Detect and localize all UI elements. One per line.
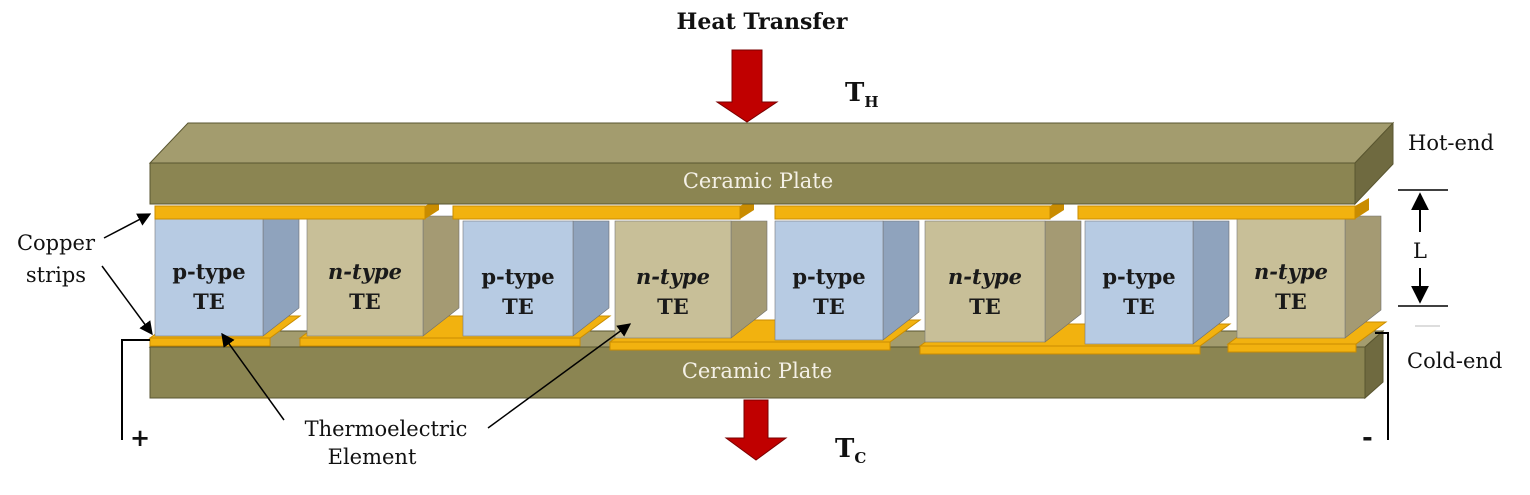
length-dimension (1398, 189, 1448, 327)
copper-strip (774, 205, 1051, 220)
te-element-face (1084, 220, 1194, 345)
te-element-face (462, 220, 574, 337)
copper-strip (1077, 205, 1356, 220)
te-element-side (1344, 215, 1382, 339)
hot-temperature-label: TH (845, 78, 879, 111)
copper-callout-arrows (101, 213, 153, 336)
te-element-suffix-label: TE (813, 294, 845, 319)
bottom-plate-label: Ceramic Plate (682, 359, 832, 383)
te-element-suffix-label: TE (349, 289, 381, 314)
negative-terminal: - (1362, 423, 1373, 453)
copper-strip (154, 205, 426, 220)
length-label: L (1413, 239, 1427, 263)
hot-end-label: Hot-end (1408, 131, 1494, 155)
thermoelectric-elements: p-typeTEn-typeTEp-typeTEn-typeTEp-typeTE… (154, 215, 1382, 345)
te-element-suffix-label: TE (1275, 289, 1307, 314)
positive-terminal: + (130, 423, 150, 452)
copper-strip-edge (299, 337, 581, 347)
te-element-type-label: p-type (481, 264, 554, 289)
te-element-type-label: n-type (328, 259, 402, 284)
heat-in-arrow (715, 49, 779, 123)
title: Heat Transfer (677, 9, 848, 35)
te-element-face (774, 220, 884, 341)
copper-strip-edge (149, 337, 271, 347)
top-ceramic-plate (148, 121, 1395, 206)
te-element-type-label: p-type (792, 264, 865, 289)
te-element-suffix-label: TE (1123, 294, 1155, 319)
te-element-face (924, 220, 1046, 343)
te-element-type-label: n-type (1254, 259, 1328, 284)
circuit-wires (121, 332, 1389, 440)
element-callout-arrows (221, 323, 632, 429)
te-element-suffix-label: TE (193, 289, 225, 314)
heat-out-arrow (724, 399, 788, 461)
cold-end-label: Cold-end (1407, 349, 1502, 373)
copper-strip-edge (609, 341, 891, 351)
te-element-face (306, 215, 424, 337)
top-copper-strips (154, 198, 1369, 220)
copper-strip-edge (1227, 343, 1357, 353)
te-element-type-label: p-type (172, 259, 245, 284)
te-element-suffix-label: TE (502, 294, 534, 319)
copper-strip-side (1355, 198, 1369, 219)
te-element-suffix-label: TE (657, 294, 689, 319)
te-element-type-label: n-type (948, 264, 1022, 289)
cold-temperature-label: TC (835, 434, 866, 467)
te-element-face (614, 220, 732, 339)
te-element-type-label: p-type (1102, 264, 1175, 289)
te-element-type-label: n-type (636, 264, 710, 289)
top-plate-label: Ceramic Plate (683, 169, 833, 193)
copper-strip (452, 205, 741, 220)
te-element-suffix-label: TE (969, 294, 1001, 319)
copper-strip-edge (919, 345, 1201, 355)
te-element-face (1236, 215, 1346, 339)
